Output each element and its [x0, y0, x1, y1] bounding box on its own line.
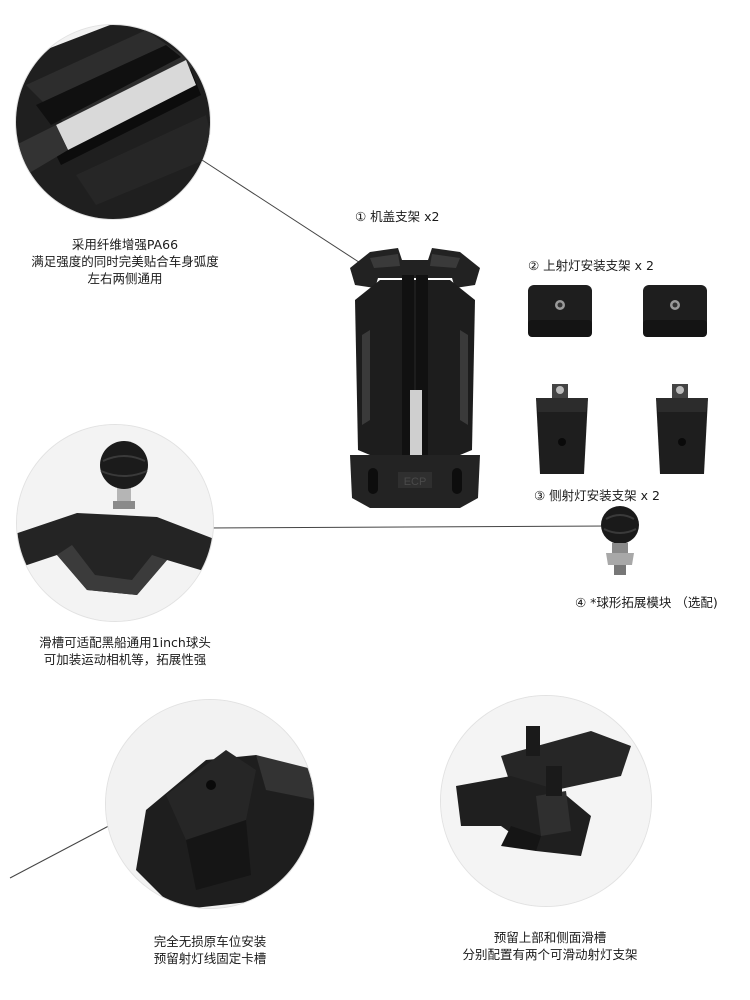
feature-caption-slot: 滑槽可适配黑船通用1inch球头 可加装运动相机等，拓展性强 [0, 634, 250, 668]
side-light-mount-left [536, 384, 588, 474]
closeup-circle-rail [16, 25, 210, 219]
rail-closeup-photo [16, 25, 210, 219]
label-top-light-mount: ② 上射灯安装支架 x 2 [528, 258, 654, 273]
label-ball-module: ④ *球形拓展模块 （选配) [575, 595, 718, 610]
closeup-circle-mount [106, 700, 314, 908]
feature-caption-material: 采用纤维增强PA66 满足强度的同时完美贴合车身弧度 左右两侧通用 [0, 236, 250, 287]
closeup-circle-sliding-mounts [441, 696, 651, 906]
feature1-line3: 左右两侧通用 [87, 271, 163, 286]
feature1-line1: 采用纤维增强PA66 [71, 237, 179, 252]
mount-closeup-photo [106, 700, 314, 908]
side-light-mount-right [656, 384, 708, 474]
feature2-line1: 滑槽可适配黑船通用1inch球头 [39, 635, 211, 650]
closeup-circle-ballhead [17, 425, 213, 621]
feature1-line2: 满足强度的同时完美贴合车身弧度 [31, 254, 219, 269]
feature4-line2: 分别配置有两个可滑动射灯支架 [462, 947, 638, 962]
top-light-mount-left [528, 285, 592, 337]
feature4-line1: 预留上部和侧面滑槽 [493, 930, 607, 945]
feature-caption-install: 完全无损原车位安装 预留射灯线固定卡槽 [95, 933, 325, 967]
label-side-light-mount: ③ 侧射灯安装支架 x 2 [534, 488, 660, 503]
ball-module-photo [601, 506, 639, 575]
top-light-mount-right [643, 285, 707, 337]
bracket-logo: ECP [404, 476, 427, 488]
label-hood-bracket: ① 机盖支架 x2 [355, 209, 440, 224]
hood-bracket-photo: ECP [350, 248, 480, 508]
feature2-line2: 可加装运动相机等，拓展性强 [43, 652, 207, 667]
sliding-mounts-closeup-photo [441, 696, 651, 906]
feature3-line1: 完全无损原车位安装 [153, 934, 267, 949]
ballhead-closeup-photo [17, 425, 213, 621]
feature3-line2: 预留射灯线固定卡槽 [153, 951, 267, 966]
feature-caption-sliding: 预留上部和侧面滑槽 分别配置有两个可滑动射灯支架 [420, 929, 680, 963]
